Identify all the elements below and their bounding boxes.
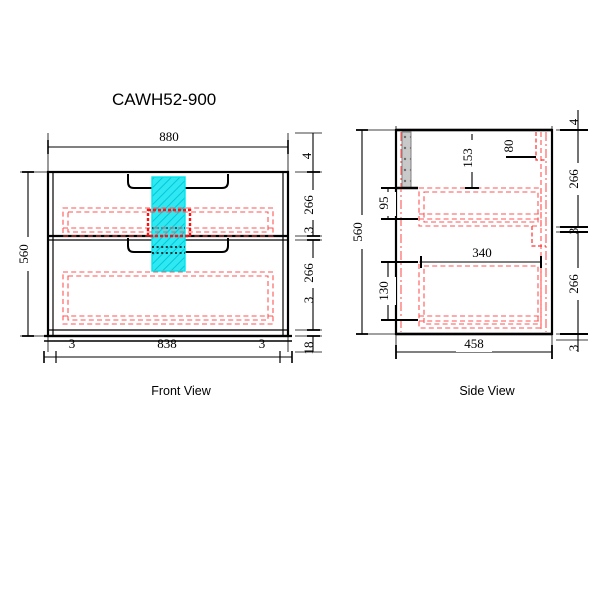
front-dim-lower-gap-label: 3 (301, 297, 316, 304)
side-dim-upper-drawer-top-offset-label: 95 (376, 197, 391, 210)
side-view-group: 153 80 95 3 (350, 110, 588, 398)
front-view-group: 880 (16, 128, 322, 398)
front-lower-drawer-hidden (62, 271, 274, 325)
side-dim-upper-section-height-label: 266 (566, 169, 581, 189)
front-bottom-dimension-chain: 3 838 3 (43, 336, 293, 363)
front-dim-overall-width-label: 880 (159, 129, 179, 144)
side-dim-upper-drawer-top-offset: 95 (376, 187, 418, 220)
front-cabinet-outline (44, 170, 292, 342)
front-right-dimension-stack: 4 266 3 266 3 18 (299, 133, 321, 355)
front-dim-right-margin-label: 3 (259, 336, 266, 351)
side-view-caption: Side View (459, 384, 515, 398)
side-upper-drawer-hidden (418, 187, 542, 227)
front-dim-lower-drawer-height-label: 266 (301, 263, 316, 283)
front-view-caption: Front View (151, 384, 211, 398)
side-cabinet-outline (394, 128, 554, 336)
front-dim-left-margin-label: 3 (69, 336, 76, 351)
side-dim-lower-section-height-label: 266 (566, 274, 581, 294)
front-upper-drawer-hidden (62, 207, 274, 237)
side-dim-lower-drawer-top-offset: 130 (376, 261, 418, 321)
front-sink-cutout-box (146, 208, 192, 238)
side-dim-overall-height: 560 (350, 129, 370, 335)
front-dim-top-gap-label: 4 (299, 152, 314, 159)
front-dim-inner-width-label: 838 (157, 336, 177, 351)
side-dim-overall-depth-label: 458 (464, 336, 484, 351)
side-lower-drawer-hidden (418, 261, 542, 329)
front-dim-upper-drawer-height-label: 266 (301, 195, 316, 215)
side-dim-lower-drawer-depth: 340 (420, 244, 542, 268)
front-dim-upper-gap-label: 3 (301, 227, 316, 234)
side-dim-overall-height-label: 560 (350, 222, 365, 242)
front-dim-overall-height-label: 560 (16, 244, 31, 264)
side-dim-lower-drawer-top-offset-label: 130 (376, 281, 391, 301)
side-dim-lower-drawer-depth-label: 340 (472, 245, 492, 260)
side-dim-top-gap-label: 4 (566, 118, 581, 125)
drawing-title: CAWH52-900 (112, 90, 216, 109)
side-dim-rear-offset-label: 80 (501, 140, 516, 153)
front-dim-overall-width: 880 (47, 128, 289, 154)
side-wall-bracket (396, 131, 418, 190)
side-dim-bottom-gap-label: 3 (566, 345, 581, 352)
front-dim-overall-height: 560 (16, 171, 36, 337)
front-dim-bottom-plinth-label: 18 (301, 342, 316, 355)
side-dim-upper-drawer-depth: 153 (460, 134, 481, 189)
front-cyan-hatch-strip (151, 176, 186, 272)
side-dim-overall-depth: 458 (395, 336, 553, 359)
side-dim-rear-offset: 80 (501, 134, 536, 158)
side-hidden-panel-lines (400, 132, 547, 332)
side-right-dimension-stack: 4 266 3 266 3 (560, 110, 588, 352)
side-upper-drawer-rear-detail (531, 132, 546, 247)
side-dim-upper-drawer-depth-label: 153 (460, 148, 475, 168)
